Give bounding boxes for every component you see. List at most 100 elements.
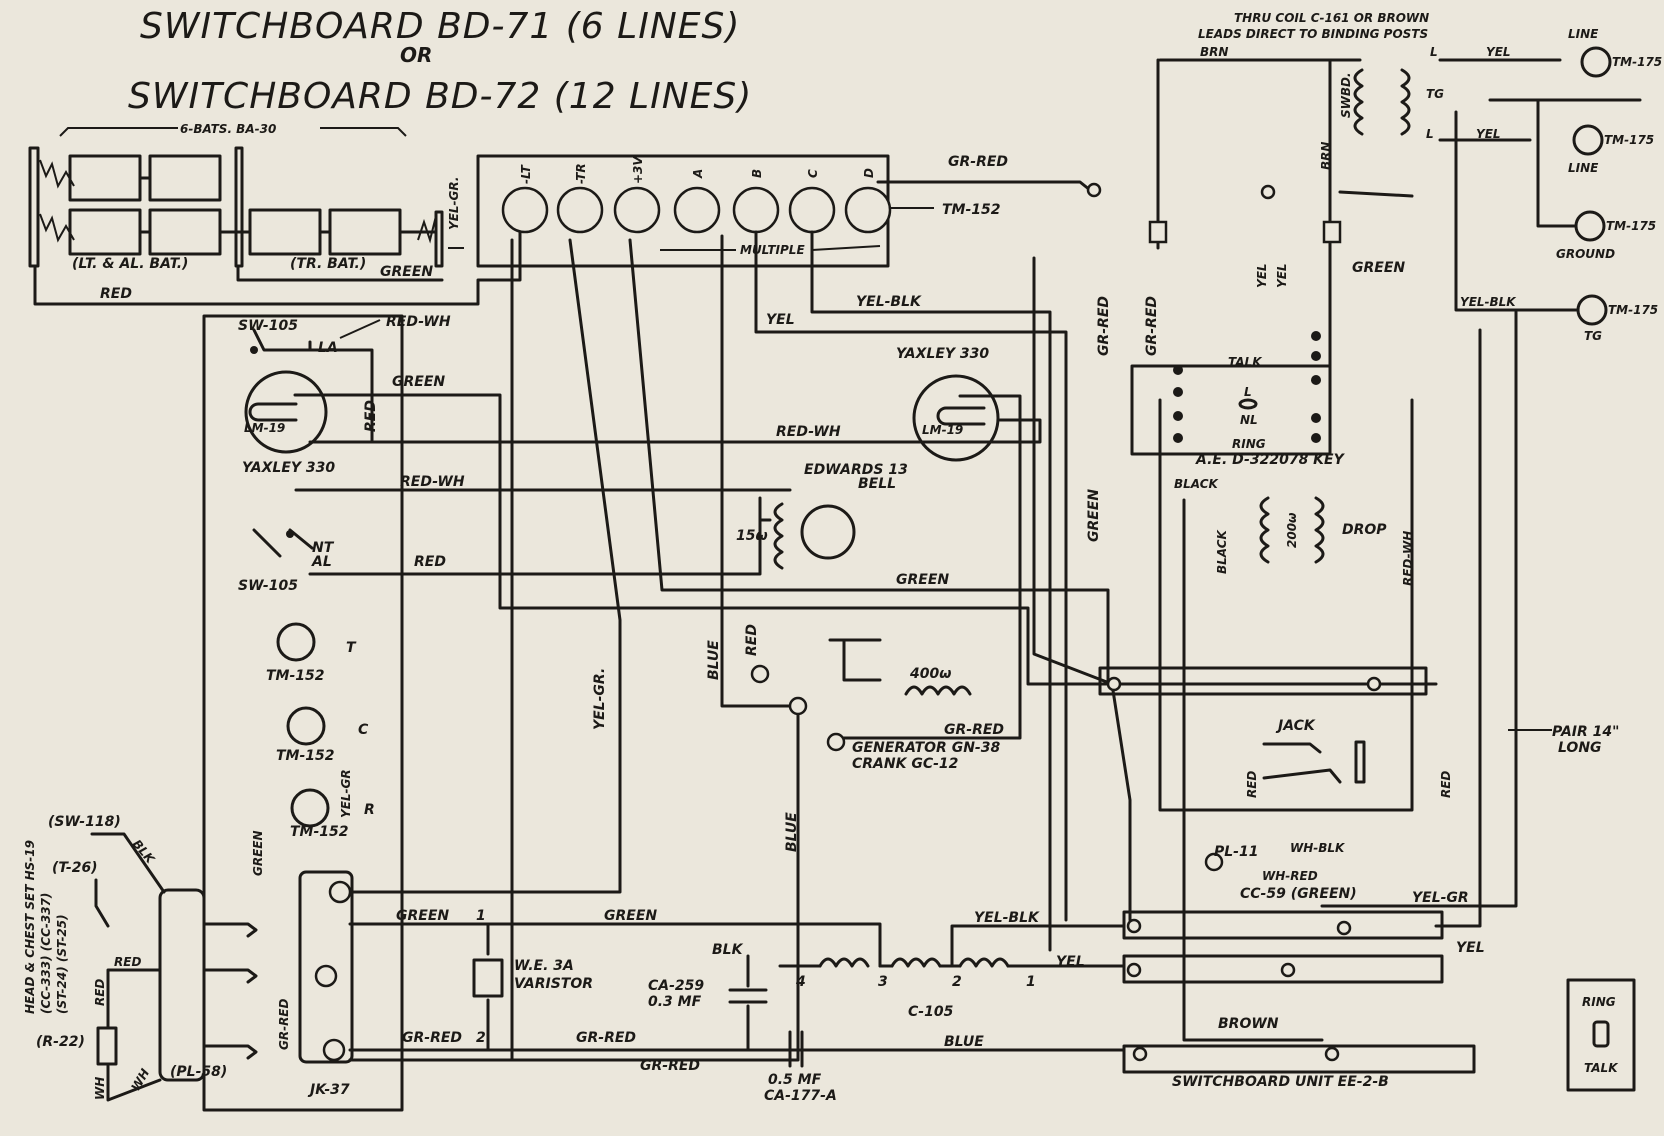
redwh-top-label: RED-WH	[386, 314, 451, 330]
l-mid-label: L	[1426, 127, 1434, 141]
ring-label: RING	[1582, 995, 1616, 1009]
yelgr-right-label: YEL-GR	[1412, 890, 1469, 906]
wire-grred-r2: GR-RED	[1144, 296, 1160, 356]
wire-red-bat: RED	[100, 286, 132, 302]
wire-green-lamp: GREEN	[392, 374, 445, 390]
line2-label: LINE	[1568, 161, 1599, 175]
drop-coil: 200ω DROP	[1259, 496, 1387, 564]
grred-cap-label: GR-RED	[640, 1058, 700, 1074]
thru-coil-note-2: LEADS DIRECT TO BINDING POSTS	[1198, 27, 1428, 41]
whred-label: WH-RED	[1262, 869, 1318, 883]
pl58-label: (PL-58)	[170, 1064, 227, 1080]
yel-v2: YEL	[1275, 263, 1289, 288]
bell-name: EDWARDS 13	[804, 462, 908, 478]
tm152-t-letter: T	[346, 640, 357, 656]
cc59-label: CC-59 (GREEN)	[1240, 886, 1357, 902]
term-a: A	[691, 169, 705, 179]
yelblk-coil-label: YEL-BLK	[974, 910, 1040, 926]
node1-label: 1	[476, 908, 486, 924]
nt-label: NT	[312, 540, 335, 556]
battery-tr-label: (TR. BAT.)	[290, 256, 366, 272]
left-panel: SW-105 RED-WH LA RED LM-19 YAXLEY 330 NT…	[238, 314, 451, 1098]
terminal-strip: -LT -TR +3V A B C D MULTIPLE TM-152	[476, 154, 1001, 268]
al-label: AL	[311, 554, 332, 570]
wire-grred-gen: GR-RED	[944, 722, 1004, 738]
yaxley-right: YAXLEY 330	[896, 346, 989, 362]
coil-t4: 4	[795, 974, 806, 990]
la-label: LA	[318, 340, 338, 356]
black-top-label: BLACK	[1174, 477, 1220, 491]
wh-right-label: WH	[128, 1066, 152, 1093]
red-headset-label: RED	[114, 955, 141, 969]
yel-top-label: YEL	[1486, 45, 1511, 59]
thru-coil-note-1: THRU COIL C-161 OR BROWN	[1234, 11, 1429, 25]
key-talk: TALK	[1228, 355, 1263, 369]
bell-generator: EDWARDS 13 BELL 15ω RED 400ω GENERATOR G…	[736, 462, 1000, 772]
sw105-top-label: SW-105	[238, 318, 298, 334]
coil-name: C-105	[908, 1004, 954, 1020]
term-tr: -TR	[574, 163, 588, 184]
coil-t1: 1	[1026, 974, 1036, 990]
tg-label: TG	[1426, 87, 1444, 101]
grred-panel-label: GR-RED	[277, 998, 291, 1050]
wire-green-mid: GREEN	[896, 572, 949, 588]
gen-crank: CRANK GC-12	[852, 756, 958, 772]
red-vert-label: RED	[363, 400, 379, 432]
headset-cc: (CC-333) (CC-337)	[39, 893, 53, 1014]
right-section: THRU COIL C-161 OR BROWN LEADS DIRECT TO…	[1086, 11, 1642, 1090]
green-b2: GREEN	[604, 908, 657, 924]
tm152-c-label: TM-152	[276, 748, 335, 764]
yelgr-panel-label: YEL-GR	[339, 769, 353, 818]
ring-talk-switch: RING TALK	[1566, 978, 1636, 1092]
whblk-label: WH-BLK	[1290, 841, 1346, 855]
lamp-right: YAXLEY 330 LM-19	[896, 346, 1000, 462]
r22-label: (R-22)	[36, 1034, 85, 1050]
wire-green-bat: GREEN	[380, 264, 433, 280]
yelgr-label: YEL-GR.	[447, 177, 461, 230]
key-name: A.E. D-322078 KEY	[1195, 452, 1346, 468]
key-ring: RING	[1232, 437, 1266, 451]
terminal-posts	[501, 186, 892, 234]
coil-c105: 4 3 2 1 C-105 BLK YEL YEL-BLK	[712, 910, 1126, 1020]
capacitors: CA-259 0.3 MF 0.5 MF CA-177-A GR-RED BLU…	[640, 954, 1126, 1104]
jack-right: JACK RED PL-11 WH-BLK WH-RED CC-59 (GREE…	[1204, 718, 1366, 902]
jack-name: JACK	[1275, 718, 1316, 734]
term-d: D	[862, 168, 876, 178]
wire-redwh-lamp: RED-WH	[776, 424, 841, 440]
ground-label: GROUND	[1556, 247, 1615, 261]
yel-coil-label: YEL	[1056, 954, 1085, 970]
drop-res: 200ω	[1285, 512, 1299, 548]
wire-redwh-bell: RED-WH	[400, 474, 465, 490]
ca177-label: CA-177-A	[764, 1088, 837, 1104]
gen-name: GENERATOR GN-38	[852, 740, 1000, 756]
wh-left-label: WH	[93, 1077, 107, 1100]
ca259-label: CA-259	[648, 978, 704, 994]
line1-label: LINE	[1568, 27, 1599, 41]
pair-label: PAIR 14"	[1552, 724, 1619, 740]
green-b1: GREEN	[396, 908, 449, 924]
tg-post-label: TG	[1584, 329, 1602, 343]
title-line1: SWITCHBOARD BD-71 (6 LINES)	[140, 6, 740, 47]
yelblk-right-label: YEL-BLK	[1460, 295, 1517, 309]
term-3v: +3V	[631, 155, 645, 184]
blk-headset-label: BLK	[130, 837, 159, 867]
tm152-t-label: TM-152	[266, 668, 325, 684]
varistor-name1: W.E. 3A	[514, 958, 574, 974]
key-l: L	[1244, 385, 1252, 399]
coil-t2: 2	[952, 974, 962, 990]
unit-label: SWITCHBOARD UNIT EE-2-B	[1172, 1074, 1389, 1090]
binding-posts: LINE TM-175 TM-175 LINE TM-175 GROUND TM…	[1454, 27, 1662, 343]
pl11-label: PL-11	[1214, 844, 1258, 860]
yel-right-label: YEL	[1456, 940, 1485, 956]
black-vert-label: BLACK	[1215, 528, 1229, 574]
wire-red-gen: RED	[744, 624, 760, 656]
swbd-label: SWBD.	[1339, 72, 1353, 118]
wire-yel-b: YEL	[766, 312, 795, 328]
l-top-label: L	[1430, 45, 1438, 59]
bottom-network: GREEN 1 GREEN GR-RED 2 GR-RED W.E. 3A VA…	[348, 908, 1126, 1104]
blue-bottom-label: BLUE	[944, 1034, 984, 1050]
ca177-value: 0.5 MF	[768, 1072, 822, 1088]
long-label: LONG	[1558, 740, 1602, 756]
lamp-left-label: LM-19	[244, 421, 285, 435]
green-right-label: GREEN	[1352, 260, 1405, 276]
